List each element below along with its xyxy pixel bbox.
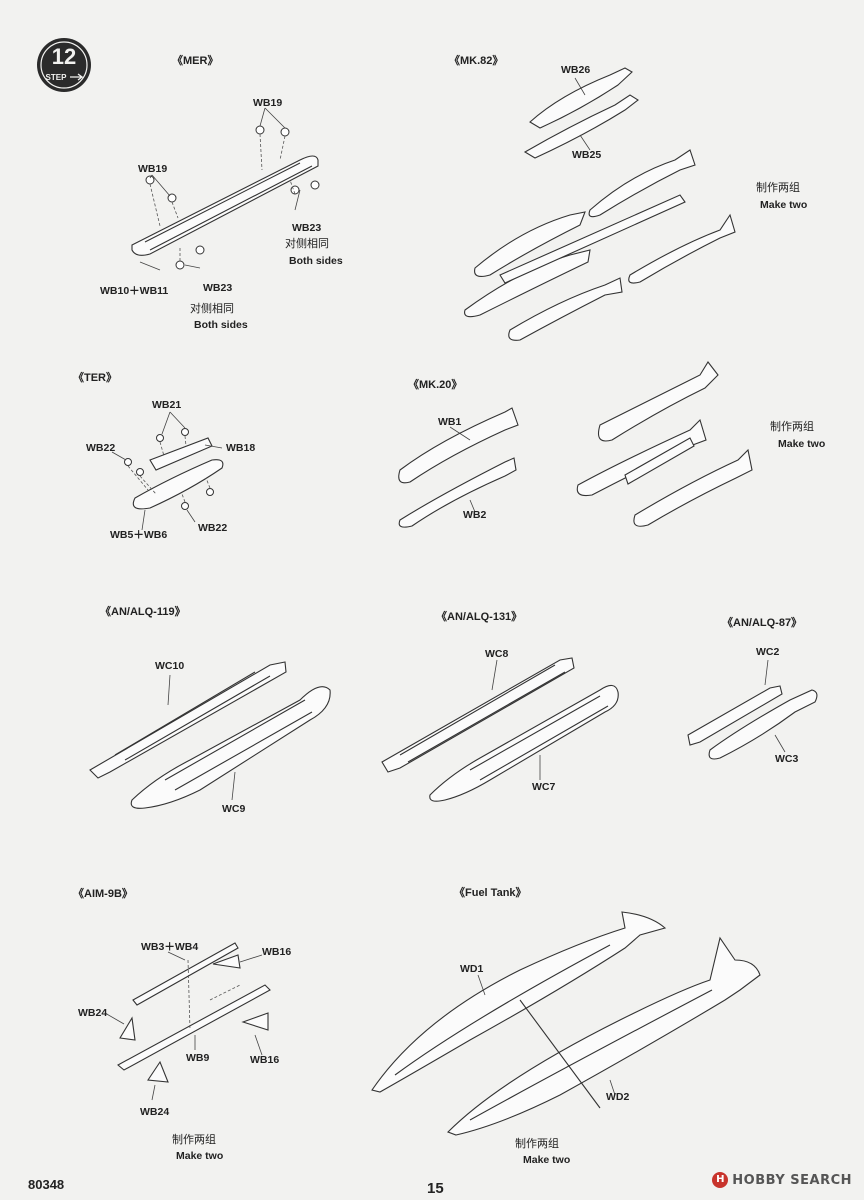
mer-note-zh-2: 对侧相同 [190, 301, 234, 315]
fueltank-part-wd2: WD2 [606, 1091, 629, 1103]
alq87-part-wc3: WC3 [775, 753, 798, 765]
aim9b-missile-drawing [117, 942, 271, 1083]
mer-part-wb23-right: WB23 [292, 222, 321, 234]
alq119-pod-drawing [89, 661, 331, 809]
step-badge: 12 STEP [37, 38, 91, 92]
ter-part-wb18: WB18 [226, 442, 255, 454]
arrow-icon [70, 73, 84, 81]
mk82-part-wb25: WB25 [572, 149, 601, 161]
mer-title: 《MER》 [172, 54, 218, 67]
mk20-part-wb2: WB2 [463, 509, 486, 521]
alq131-part-wc7: WC7 [532, 781, 555, 793]
aim9b-note-en: Make two [176, 1150, 223, 1162]
ter-part-wb22-left: WB22 [86, 442, 115, 454]
aim9b-title: 《AIM-9B》 [73, 887, 133, 900]
fueltank-halves-drawing [371, 911, 761, 1136]
step-label: STEP [46, 73, 68, 82]
mk20-part-wb1: WB1 [438, 416, 461, 428]
mer-note-en-2: Both sides [194, 319, 248, 331]
section-alq131: 《AN/ALQ-131》 WC8 WC7 [381, 610, 619, 802]
mk82-bombs-drawing [464, 149, 736, 341]
mer-part-wb10-wb11: WB10＋WB11 [100, 285, 168, 297]
aim9b-part-wb3-wb4: WB3＋WB4 [141, 941, 198, 953]
alq131-part-wc8: WC8 [485, 648, 508, 660]
fueltank-part-wd1: WD1 [460, 963, 483, 975]
alq87-title: 《AN/ALQ-87》 [722, 616, 802, 629]
section-mk82: 《MK.82》 WB26 WB25 制作两组 Make two [449, 54, 807, 341]
product-code: 80348 [28, 1177, 64, 1192]
alq119-part-wc10: WC10 [155, 660, 184, 672]
mk20-assembled-drawing [576, 361, 753, 527]
fueltank-title: 《Fuel Tank》 [454, 886, 527, 899]
ter-lugs [124, 428, 214, 510]
alq131-pod-drawing [381, 657, 619, 802]
ter-rack-drawing [132, 437, 224, 510]
mk20-halves-drawing [398, 407, 519, 528]
ter-title: 《TER》 [73, 371, 117, 384]
mer-part-wb23-bottom: WB23 [203, 282, 232, 294]
watermark-brand: HOBBY SEARCH [732, 1172, 852, 1188]
alq87-part-wc2: WC2 [756, 646, 779, 658]
aim9b-part-wb9: WB9 [186, 1052, 209, 1064]
ter-part-wb22-right: WB22 [198, 522, 227, 534]
fueltank-note-zh: 制作两组 [515, 1136, 559, 1150]
alq87-pod-drawing [687, 685, 818, 760]
ter-part-wb5-wb6: WB5＋WB6 [110, 529, 167, 541]
aim9b-part-wb24-left: WB24 [78, 1007, 107, 1019]
aim9b-part-wb24-bottom: WB24 [140, 1106, 169, 1118]
section-ter: 《TER》 WB21 WB22 WB18 WB5＋WB6 WB22 [73, 371, 255, 541]
mer-part-wb19-left: WB19 [138, 163, 167, 175]
aim9b-part-wb16-bottom: WB16 [250, 1054, 279, 1066]
section-mk20: 《MK.20》 WB1 WB2 制作两组 Make two [398, 361, 825, 528]
mer-note-zh-1: 对侧相同 [285, 236, 329, 250]
section-aim9b: 《AIM-9B》 WB3＋WB4 WB16 WB24 WB9 WB16 WB24… [73, 887, 291, 1162]
step-number: 12 [52, 44, 76, 69]
alq131-title: 《AN/ALQ-131》 [436, 610, 522, 623]
alq119-part-wc9: WC9 [222, 803, 245, 815]
aim9b-part-wb16-top: WB16 [262, 946, 291, 958]
fueltank-note-en: Make two [523, 1154, 570, 1166]
section-mer: 《MER》 WB19 WB19 WB23 对侧相同 Both sides WB1… [100, 54, 343, 331]
mk82-note-en: Make two [760, 199, 807, 211]
section-fueltank: 《Fuel Tank》 WD1 WD2 制作两组 Make two [371, 886, 761, 1166]
alq119-title: 《AN/ALQ-119》 [100, 605, 186, 618]
mk82-part-wb26: WB26 [561, 64, 590, 76]
mk20-note-zh: 制作两组 [770, 419, 814, 433]
mer-part-wb19-top: WB19 [253, 97, 282, 109]
hobby-search-icon: H [712, 1172, 729, 1188]
mk82-halves-drawing [523, 67, 639, 159]
mer-note-en-1: Both sides [289, 255, 343, 267]
page-number: 15 [427, 1180, 444, 1197]
aim9b-note-zh: 制作两组 [172, 1132, 216, 1146]
section-alq87: 《AN/ALQ-87》 WC2 WC3 [687, 616, 818, 765]
watermark-logo: H HOBBY SEARCH [712, 1172, 852, 1188]
section-alq119: 《AN/ALQ-119》 WC10 WC9 [89, 605, 331, 815]
mk82-note-zh: 制作两组 [756, 180, 800, 194]
mk20-note-en: Make two [778, 438, 825, 450]
ter-part-wb21: WB21 [152, 399, 181, 411]
mer-rack-drawing [131, 155, 319, 256]
mer-lugs [145, 125, 320, 270]
mk82-title: 《MK.82》 [449, 54, 503, 67]
mk20-title: 《MK.20》 [408, 378, 462, 391]
